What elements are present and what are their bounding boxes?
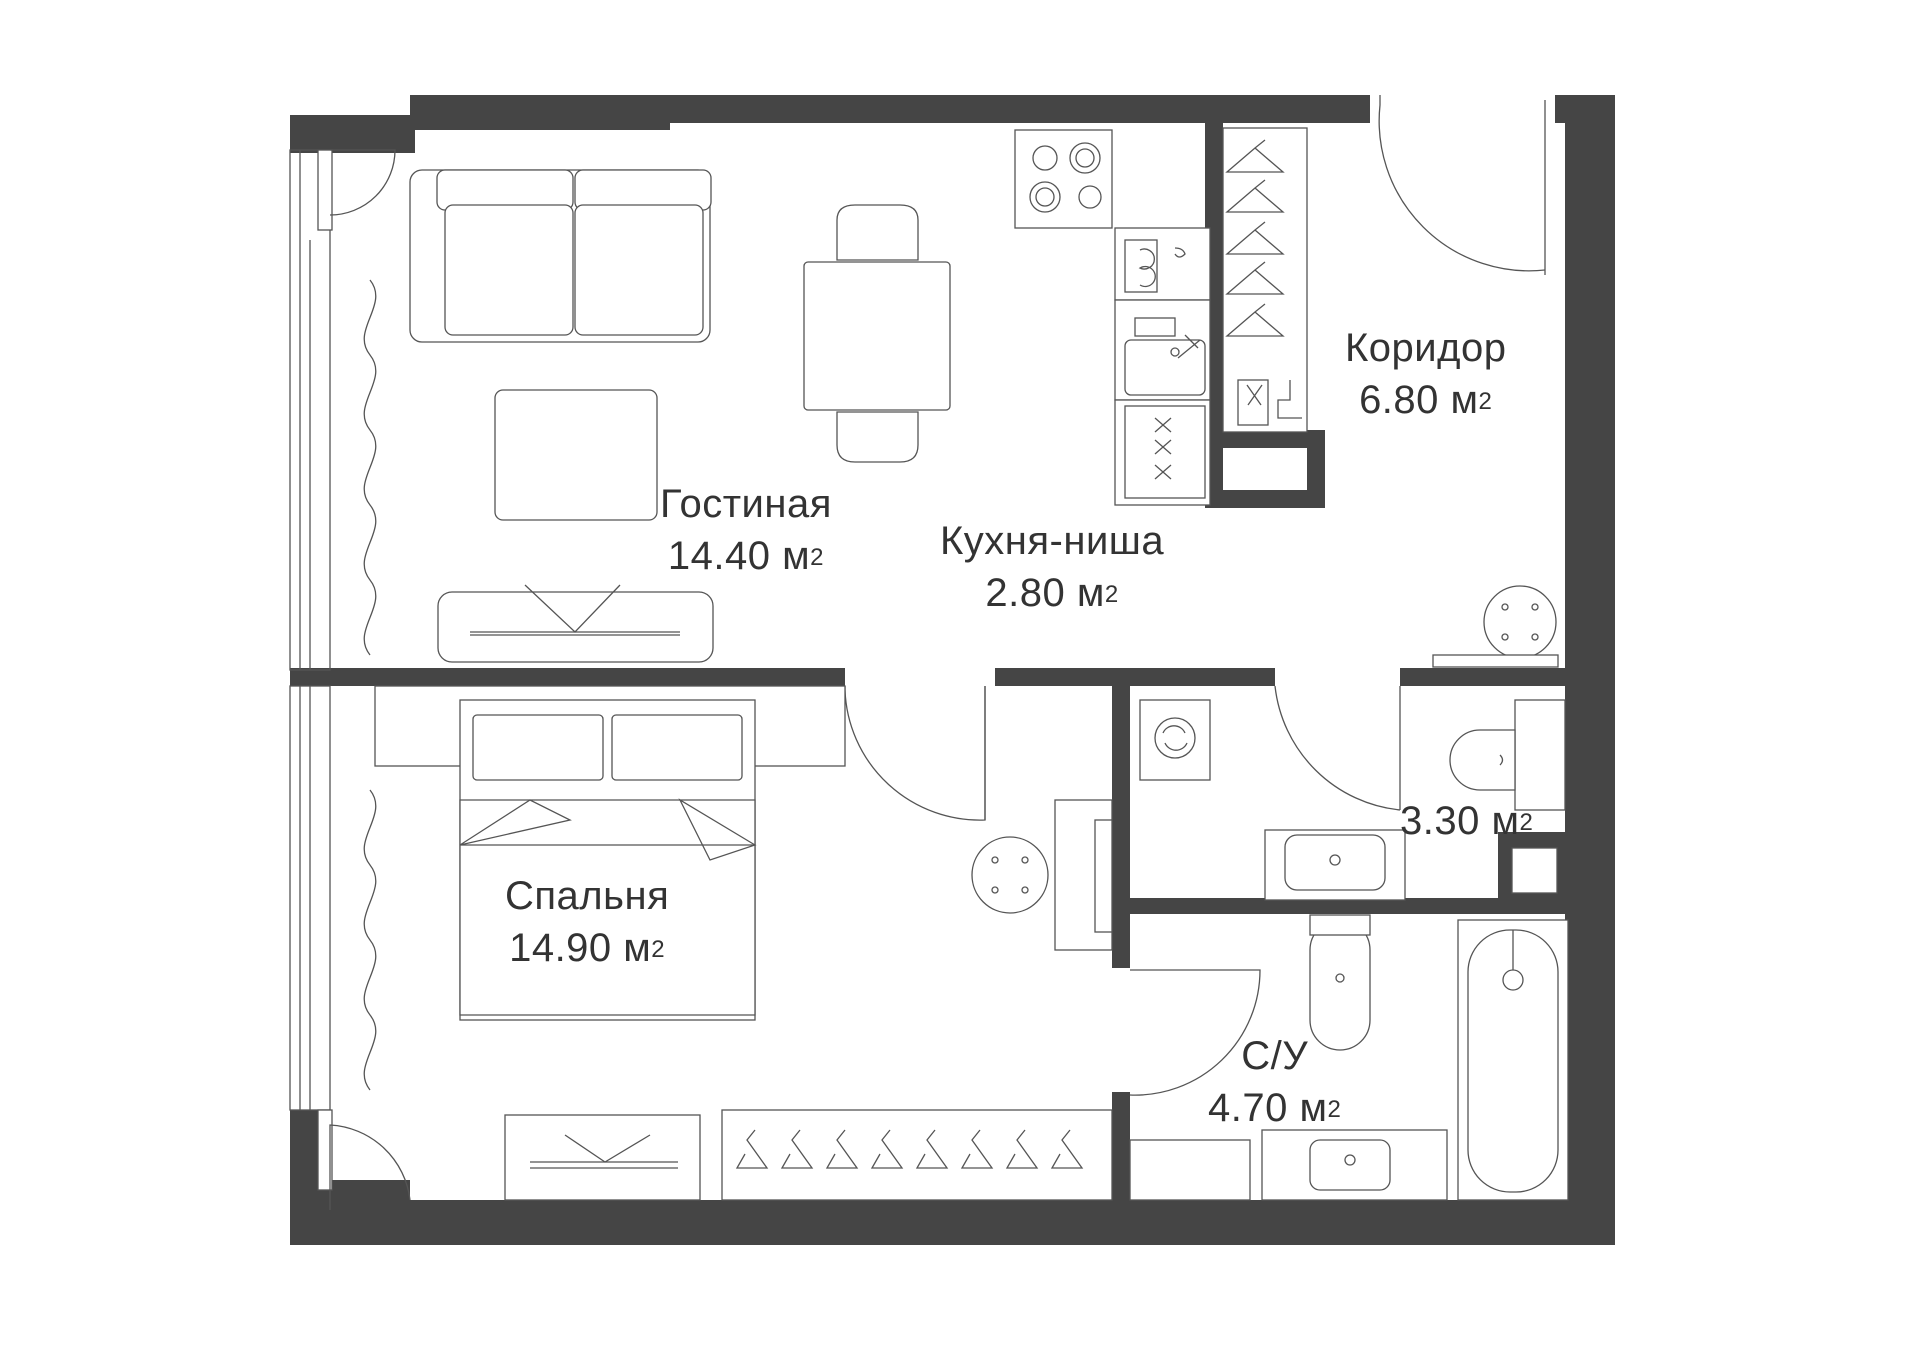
wall-bath-left-lower <box>1112 1092 1130 1202</box>
tv-stand-icon <box>437 584 714 663</box>
wall-bath-left <box>1112 668 1130 968</box>
shaft-inner <box>1511 847 1558 894</box>
room-area: 3.30 м2 <box>1400 799 1534 843</box>
bedroom-wardrobe-icon <box>721 1109 1113 1201</box>
room-area: 14.90 м2 <box>509 926 666 970</box>
wall-living-bedroom <box>330 668 845 686</box>
room-name: Коридор <box>1345 326 1507 370</box>
side-table-icon <box>971 799 1113 951</box>
wall-bottom <box>290 1200 1615 1245</box>
dishwasher-icon <box>1114 227 1211 301</box>
dining-table-icon <box>803 204 951 463</box>
walls <box>290 95 1615 1245</box>
room-label-bathroom: С/У 4.70 м2 <box>1208 1030 1341 1134</box>
room-name: Спальня <box>505 874 670 918</box>
room-area: 4.70 м2 <box>1208 1086 1342 1130</box>
room-name: С/У <box>1241 1034 1309 1078</box>
curtain-icon <box>363 279 377 1091</box>
room-area: 6.80 м2 <box>1359 378 1493 422</box>
room-area: 14.40 м2 <box>667 534 824 578</box>
coffee-table-icon <box>494 389 658 521</box>
bed-icon <box>374 685 846 1021</box>
door-icon <box>329 95 1546 1210</box>
room-label-living: Гостиная 14.40 м2 <box>660 478 832 582</box>
wall-right <box>1565 95 1615 1245</box>
sink-icon <box>1129 1129 1448 1201</box>
room-label-corridor: Коридор 6.80 м2 <box>1345 322 1506 426</box>
wall-top-main <box>410 95 1370 123</box>
wall-living-bedroom-stub <box>290 668 330 686</box>
cooktop-icon <box>1114 399 1211 506</box>
bathtub-icon <box>1457 919 1569 1201</box>
window-icon <box>289 149 333 1191</box>
washing-machine-icon <box>1139 699 1211 781</box>
wall-wardrobe-bottom <box>1205 490 1325 508</box>
room-area: 2.80 м2 <box>985 571 1119 615</box>
toilet-icon <box>1449 699 1566 811</box>
wall-corridor-hall <box>995 668 1275 686</box>
room-name: Кухня-ниша <box>940 519 1165 563</box>
wall-wardrobe-right <box>1307 430 1325 508</box>
sink-icon <box>1114 299 1211 401</box>
wall-wc-bath <box>1112 898 1570 914</box>
sofa-icon <box>409 169 712 343</box>
room-label-bedroom: Спальня 14.90 м2 <box>505 870 669 974</box>
stove-icon <box>1014 129 1113 229</box>
round-ottoman-icon <box>1432 585 1559 668</box>
room-name: Гостиная <box>660 482 832 526</box>
room-label-kitchen: Кухня-ниша 2.80 м2 <box>940 515 1164 619</box>
toilet-icon <box>1309 914 1371 1051</box>
wall-left-top <box>290 115 330 150</box>
sink-icon <box>1264 829 1406 901</box>
wall-wc-top <box>1400 668 1570 686</box>
dresser-icon <box>504 1114 701 1201</box>
wall-wardrobe-mid <box>1205 432 1325 448</box>
room-label-wc: 3.30 м2 <box>1400 795 1533 847</box>
wardrobe-icon <box>1222 127 1308 433</box>
